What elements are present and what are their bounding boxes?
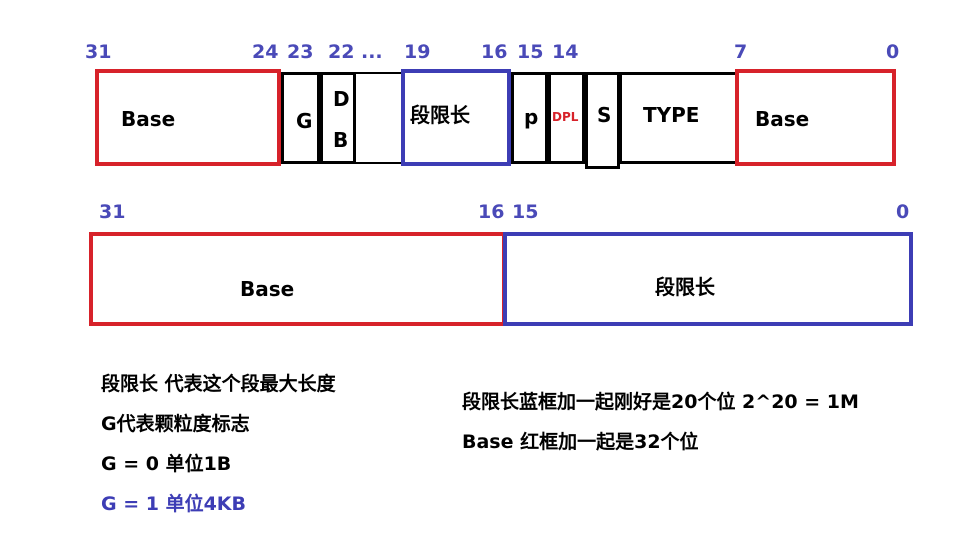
base-low-field: Base [735, 69, 896, 166]
bit-15-label: 15 [517, 41, 544, 63]
bottom-bit-16-label: 16 [478, 201, 505, 223]
bit-7-label: 7 [734, 41, 748, 63]
type-label: TYPE [643, 103, 700, 127]
note-limit-meaning: 段限长 代表这个段最大长度 [101, 373, 336, 395]
dpl-label: DPL [552, 110, 579, 124]
limit-combined-label: 段限长 [655, 275, 715, 299]
note-g-meaning: G代表颗粒度标志 [101, 413, 250, 435]
base-combined-label: Base [240, 277, 295, 301]
limit-high-field: 段限长 [401, 69, 511, 166]
p-label: p [524, 105, 539, 129]
db-d-label: D [333, 87, 350, 111]
s-field: S [585, 72, 620, 169]
bit-23-label: 23 [287, 41, 314, 63]
limit-high-label: 段限长 [410, 103, 470, 127]
db-field: D B [320, 72, 356, 164]
bit-19-label: 19 [404, 41, 431, 63]
reserved-field [355, 72, 402, 164]
s-label: S [597, 103, 612, 127]
bit-14-label: 14 [552, 41, 579, 63]
bit-24-label: 24 [252, 41, 279, 63]
note-g-one: G = 1 单位4KB [101, 493, 247, 515]
type-field: TYPE [619, 72, 737, 164]
bit-31-label: 31 [85, 41, 112, 63]
bit-16-label: 16 [481, 41, 508, 63]
bit-0-label: 0 [886, 41, 900, 63]
base-low-label: Base [755, 107, 810, 131]
base-combined-field: Base [89, 232, 506, 326]
limit-combined-field: 段限长 [503, 232, 913, 326]
base-high-label: Base [121, 107, 176, 131]
ellipsis-label: ... [361, 41, 383, 63]
note-limit-bits: 段限长蓝框加一起刚好是20个位 2^20 = 1M [462, 391, 859, 413]
dpl-field: DPL [548, 72, 585, 164]
g-label: G [296, 109, 313, 133]
note-base-bits: Base 红框加一起是32个位 [462, 431, 699, 453]
note-g-zero: G = 0 单位1B [101, 453, 232, 475]
p-field: p [511, 72, 548, 164]
bottom-bit-0-label: 0 [896, 201, 910, 223]
bottom-bit-15-label: 15 [512, 201, 539, 223]
bottom-bit-31-label: 31 [99, 201, 126, 223]
base-high-field: Base [95, 69, 281, 166]
bit-22-label: 22 [328, 41, 355, 63]
db-b-label: B [333, 128, 349, 152]
g-field: G [281, 72, 320, 164]
